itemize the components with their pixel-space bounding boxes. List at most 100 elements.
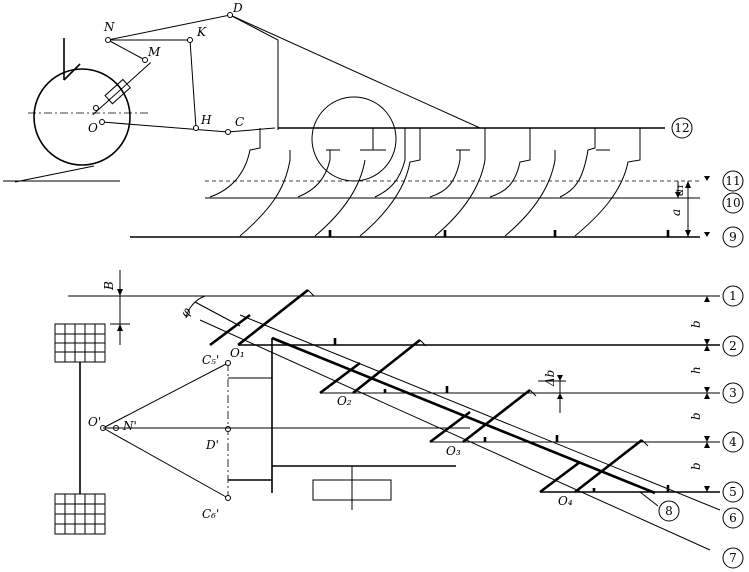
rear-wheel-bottom — [54, 493, 106, 535]
phi-ref — [194, 301, 241, 327]
callout-8-circle — [658, 500, 680, 522]
callout-1: 1 — [729, 289, 737, 303]
label-phi: φ — [177, 305, 194, 320]
hydraulic-cylinder — [92, 62, 152, 116]
pin-O — [99, 119, 105, 125]
label-b2: b — [689, 412, 703, 420]
arrow-9 — [704, 232, 710, 237]
callout-10: 10 — [725, 196, 740, 210]
leader-7 — [199, 319, 711, 551]
label-D: D — [232, 1, 243, 15]
label-O-prime: O' — [88, 415, 101, 429]
label-h: h — [689, 366, 703, 374]
arrow-db-top — [557, 375, 563, 381]
wheel-marker-tip — [63, 63, 81, 81]
phi-arc — [185, 295, 206, 319]
leader-6 — [239, 314, 721, 511]
callouts: 12 11 10 9 1 2 3 4 5 6 7 8 — [658, 117, 744, 569]
callout-7-circle — [722, 547, 744, 569]
callout-9: 9 — [729, 230, 737, 244]
pin-N — [105, 37, 111, 43]
callout-11: 11 — [725, 174, 740, 188]
tractor-wheel — [33, 68, 131, 166]
upper-link-frame — [107, 14, 279, 130]
callout-5: 5 — [729, 485, 737, 499]
arrow-5 — [704, 486, 710, 492]
label-a: a — [669, 209, 683, 216]
arrow-11 — [704, 176, 710, 181]
label-N-prime: N' — [122, 419, 137, 433]
pin-H — [193, 125, 199, 131]
arrow-1 — [704, 296, 710, 302]
hitch-lower — [102, 427, 229, 499]
label-O3: O₃ — [446, 444, 461, 458]
arrow-B-top — [117, 289, 123, 296]
callout-2: 2 — [729, 339, 737, 353]
arrow-3b — [704, 393, 710, 399]
arrow-a-top — [685, 181, 691, 188]
label-N: N — [103, 20, 115, 34]
plough-bodies-side — [209, 128, 641, 237]
callout-12: 12 — [674, 121, 689, 135]
callout-11-circle — [722, 170, 744, 192]
pin-C5 — [225, 360, 231, 366]
callout-4: 4 — [729, 435, 737, 449]
callout-6-circle — [722, 507, 744, 529]
link-NM — [107, 39, 146, 61]
label-M: M — [147, 45, 161, 59]
label-D-prime: D' — [205, 438, 219, 452]
arrow-4a — [704, 436, 710, 442]
arrow-2b — [704, 345, 710, 351]
label-O1: O₁ — [230, 346, 245, 360]
ground-under-wheel — [14, 165, 95, 183]
label-C5: C₅' — [202, 353, 219, 367]
plough-bodies-plan — [209, 288, 670, 494]
label-a1: a₁ — [672, 184, 686, 196]
callout-9-circle — [722, 226, 744, 248]
callout-8: 8 — [665, 504, 673, 518]
label-O4: O₄ — [558, 494, 573, 508]
arrow-4b — [704, 442, 710, 448]
callout-3: 3 — [729, 386, 737, 400]
leader-8 — [639, 491, 659, 507]
callout-7: 7 — [729, 551, 737, 565]
furrow-ticks — [328, 230, 670, 237]
pin-D-prime — [225, 426, 231, 432]
label-H: H — [200, 113, 212, 127]
pin-D — [227, 12, 233, 18]
label-K: K — [196, 25, 207, 39]
callout-6: 6 — [729, 511, 737, 525]
callout-1-circle — [722, 285, 744, 307]
arrow-a1 — [675, 192, 681, 198]
link-KH — [189, 39, 197, 129]
callout-5-circle — [722, 481, 744, 503]
callout-3-circle — [722, 382, 744, 404]
callout-2-circle — [722, 335, 744, 357]
callout-4-circle — [722, 431, 744, 453]
pin-C — [225, 129, 231, 135]
pin-M2 — [93, 105, 99, 111]
side-view: D N K M O H C a₁ a — [3, 1, 710, 238]
arrow-db-bot — [557, 393, 563, 399]
arrow-B-bot — [117, 324, 123, 331]
label-b1: b — [689, 320, 703, 328]
callout-12-circle — [671, 117, 693, 139]
pin-C6 — [225, 495, 231, 501]
callout-10-circle — [722, 192, 744, 214]
hitch-upper — [102, 362, 229, 429]
label-C: C — [235, 115, 244, 129]
arrow-2a — [704, 339, 710, 345]
label-b3: b — [689, 462, 703, 470]
label-O2: O₂ — [337, 394, 352, 408]
arrow-3a — [704, 387, 710, 393]
pin-M — [142, 57, 148, 63]
pin-K — [187, 37, 193, 43]
label-O: O — [88, 121, 98, 135]
label-B: B — [102, 281, 116, 291]
rear-wheel-top — [54, 323, 106, 363]
plan-view: B φ O₁ O₂ O₃ O₄ C₅' D' C₆' O' N' b h b b… — [54, 270, 721, 551]
arrow-a-bot — [685, 230, 691, 237]
brace-to-beam — [229, 14, 481, 129]
